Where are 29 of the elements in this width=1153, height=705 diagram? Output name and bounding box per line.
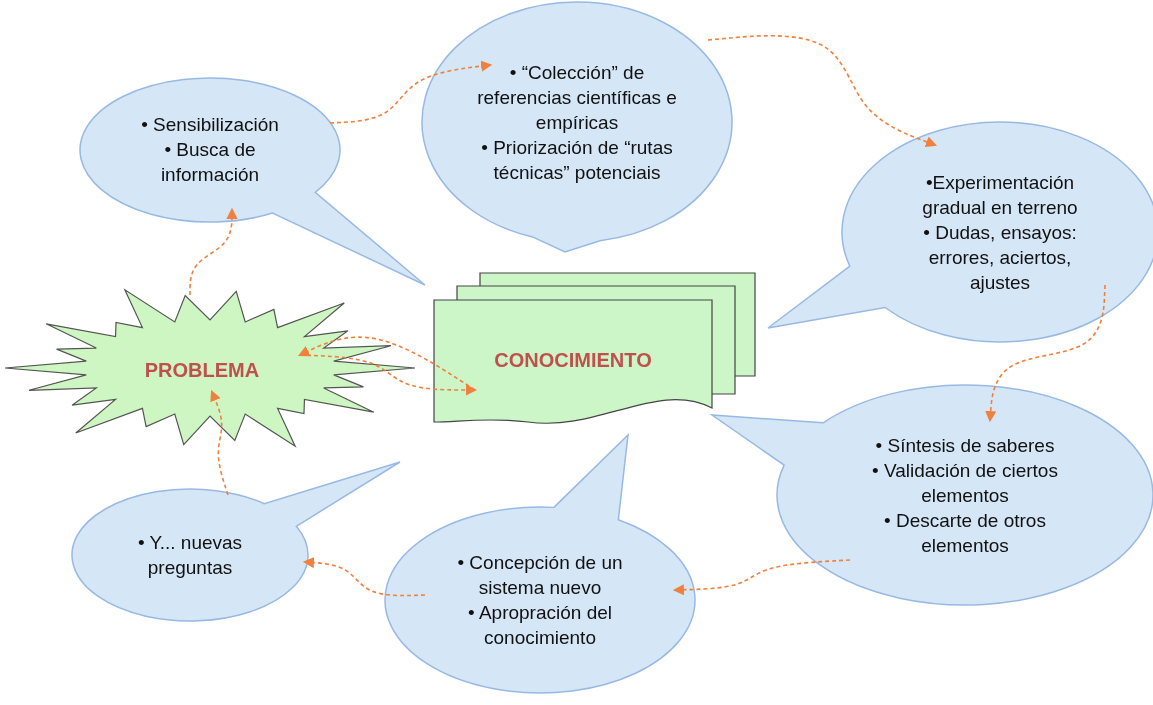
dashed-arrow [329,60,493,124]
speech-bubble [421,1,733,253]
bullet-text: • Concepción de un sistema nuevo [456,551,624,600]
shape-label: PROBLEMA [144,357,260,383]
bullet-text: • “Colección” de referencias científicas e empíricas [476,60,678,135]
speech-bubble [384,434,696,694]
bullet-text: • Validación de ciertos elementos [871,458,1059,508]
bullet-text: • Y... nuevas preguntas [136,531,244,580]
speech-bubble [71,461,401,622]
dashed-arrow [210,389,229,496]
bullet-text: • Busca de información [159,138,261,188]
bullet-text: • Sensibilización [141,113,279,138]
document-stack [433,272,758,427]
speech-bubble [767,121,1153,343]
shape-label: CONOCIMIENTO [494,347,652,373]
dashed-arrow [302,557,426,597]
bullet-text: • Dudas, ensayos: errores, aciertos, ajustes [922,220,1078,295]
dashed-arrow [707,35,938,148]
speech-bubble [711,384,1153,606]
dashed-arrow [189,207,238,296]
bullet-text: • Síntesis de saberes [875,433,1055,458]
dashed-arrow [297,336,476,391]
bullet-text: • Priorización de “rutas técnicas” potenciais [480,135,674,185]
speech-bubble [79,77,426,286]
bullet-text: • Apropración del conocimiento [467,601,613,650]
bullet-text: •Experimentación gradual en terreno [921,170,1079,220]
dashed-arrow [985,284,1106,423]
dashed-arrow [672,559,851,596]
bullet-text: • Descarte de otros elementos [883,508,1047,558]
